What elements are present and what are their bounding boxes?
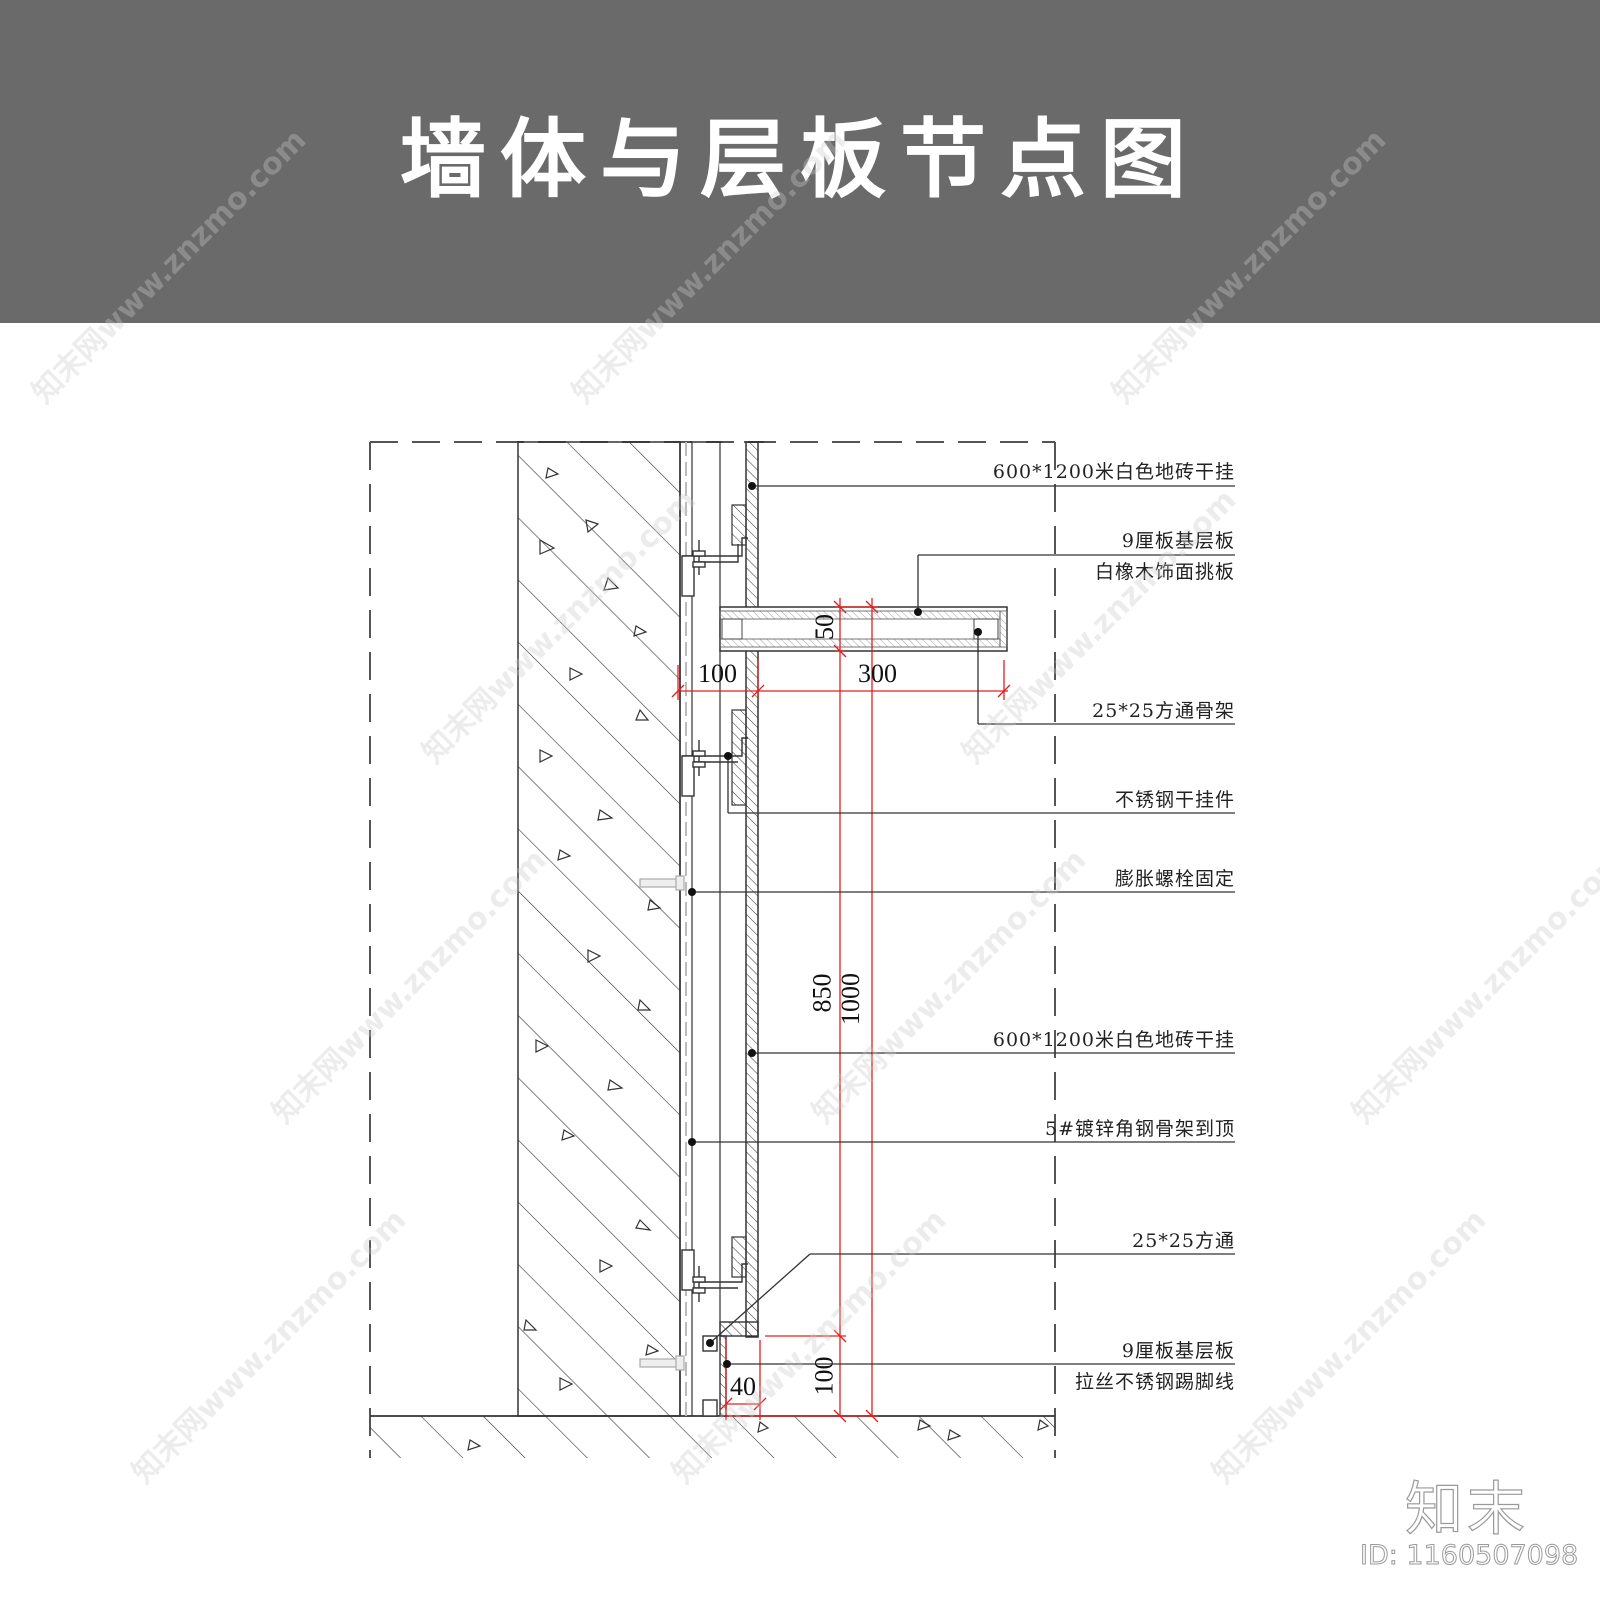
image-id: ID: 1160507098: [1359, 1540, 1579, 1572]
dim-skirting-height: 100: [809, 1356, 839, 1396]
floating-shelf: [719, 606, 1008, 652]
dim-shelf-bottom-height: 850: [807, 973, 837, 1013]
leader-dots: [688, 482, 982, 1368]
concrete-wall: [517, 441, 681, 1417]
callout-angle-steel: 5#镀锌角钢骨架到顶: [1044, 1118, 1235, 1140]
dim-skirting-depth: 40: [730, 1372, 756, 1401]
brand-logo: 知末: [1404, 1474, 1530, 1543]
callout-shelf-board-line1: 9厘板基层板: [1121, 530, 1235, 552]
callout-skirting-line1: 9厘板基层板: [1121, 1340, 1235, 1362]
bracket-mid: [681, 737, 748, 797]
leader-lines: [692, 485, 1235, 1365]
page-title: 墙体与层板节点图: [400, 110, 1200, 210]
bracket-top: [681, 537, 748, 597]
dashed-boundary: [369, 441, 1056, 1458]
callout-dry-hanger: 不锈钢干挂件: [1114, 789, 1235, 811]
tile-cladding: [731, 441, 764, 1338]
dry-hang-brackets: [681, 537, 748, 1302]
dim-shelf-depth: 300: [858, 659, 897, 688]
dim-shelf-thickness: 50: [810, 614, 839, 640]
expansion-bolts: [639, 875, 685, 1371]
callout-tile-top: 600*1200米白色地砖干挂: [992, 461, 1235, 483]
title-banner: 墙体与层板节点图: [0, 0, 1600, 323]
callout-shelf-frame: 25*25方通骨架: [1092, 700, 1235, 722]
floor-slab: [370, 1415, 1055, 1458]
bracket-bottom: [681, 1249, 748, 1302]
callout-square-tube: 25*25方通: [1132, 1230, 1235, 1252]
callout-skirting-line2: 拉丝不锈钢踢脚线: [1074, 1371, 1235, 1393]
dim-shelf-top-height: 1000: [836, 973, 865, 1025]
dim-wall-offset: 100: [698, 659, 737, 688]
callout-shelf-board-line2: 白橡木饰面挑板: [1094, 561, 1235, 583]
callout-expansion-bolt: 膨胀螺栓固定: [1114, 868, 1235, 890]
callout-tile-mid: 600*1200米白色地砖干挂: [992, 1029, 1235, 1051]
dimension-lines: [671, 598, 1011, 1423]
